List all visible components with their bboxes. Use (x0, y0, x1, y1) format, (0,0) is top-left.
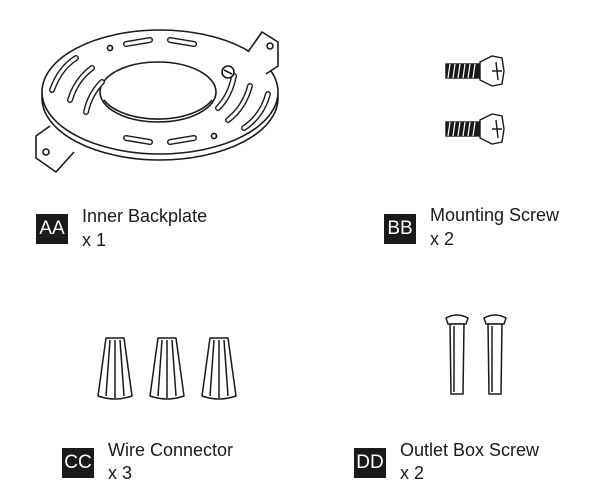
part-qty-bb: x 2 (430, 229, 455, 249)
part-name-cc: Wire Connector (108, 440, 234, 460)
part-code-badge-dd: DD (354, 448, 386, 478)
part-name-bb: Mounting Screw (430, 205, 560, 225)
part-code-badge-bb: BB (384, 214, 416, 244)
outlet-box-screw-icon (445, 314, 507, 395)
part-qty-aa: x 1 (82, 230, 107, 250)
part-qty-dd: x 2 (400, 463, 425, 483)
part-name-dd: Outlet Box Screw (400, 440, 540, 460)
inner-backplate-icon (35, 29, 279, 173)
part-code-badge-cc: CC (62, 448, 94, 478)
part-name-aa: Inner Backplate (82, 206, 208, 226)
part-qty-cc: x 3 (108, 463, 133, 483)
part-code-badge-aa: AA (36, 214, 68, 244)
wire-connector-icon (97, 337, 237, 400)
mounting-screw-icon (445, 55, 505, 145)
